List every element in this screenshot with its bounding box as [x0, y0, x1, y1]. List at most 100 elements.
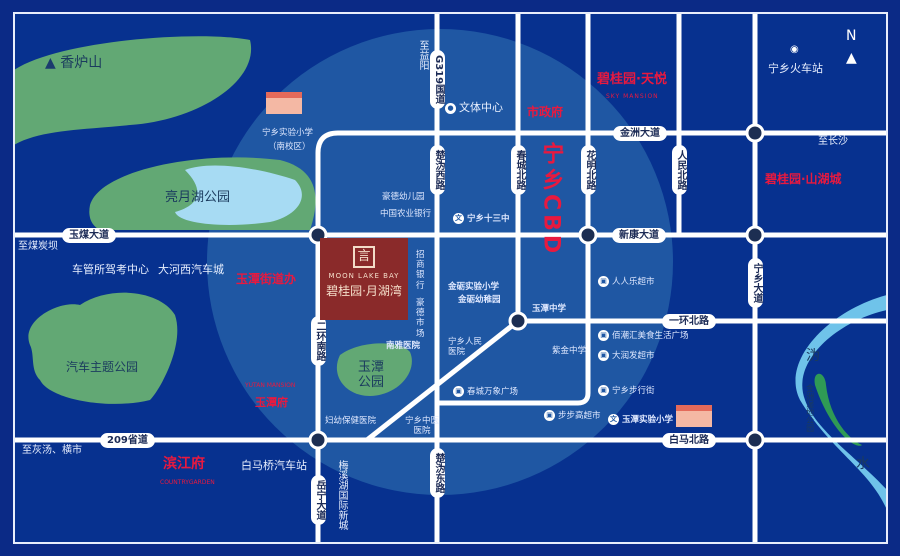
place-wenti: ●文体中心: [445, 101, 503, 114]
place-baichao: ▣佰潮汇美食生活广场: [598, 330, 689, 341]
place-jinyan-k: 金砺幼稚园: [458, 295, 501, 305]
radius-circle: [207, 29, 673, 495]
place-yutanfu: 玉潭府: [255, 396, 288, 409]
road-label-huaming: 花明北路: [581, 145, 596, 195]
school-building-icon: [266, 92, 302, 114]
place-tianyue-en: SKY MANSION: [606, 93, 659, 100]
road-label-ningxiang: 宁乡大道: [748, 258, 763, 308]
place-label: 人人乐超市: [612, 277, 655, 287]
place-yutan-office: 玉潭街道办: [236, 272, 297, 286]
place-binjiang: 滨江府: [163, 456, 205, 472]
place-zijin: 紫金中学: [552, 346, 587, 356]
direction-meitanba: 至煤炭坝: [18, 241, 58, 252]
place-label: 文体中心: [459, 101, 503, 114]
place-wetland: 金洲湿地公园: [805, 384, 815, 432]
direction-changsha: 至长沙: [818, 136, 848, 147]
yutan-park-area: [336, 343, 412, 396]
place-label: 宁乡十三中: [467, 214, 510, 224]
place-zhaoshang: 招商银行: [416, 250, 425, 291]
place-darunfa: ▣大润发超市: [598, 350, 655, 361]
place-haode-k: 豪德幼儿园: [382, 192, 425, 202]
place-haode-m: 豪德市场: [416, 298, 425, 339]
place-school13: 文宁乡十三中: [453, 213, 510, 224]
place-label: 大润发超市: [612, 351, 655, 361]
road-label-209: 209省道: [100, 433, 155, 448]
shop-icon: ▣: [598, 385, 609, 396]
road-label-yumei: 玉煤大道: [62, 228, 116, 243]
place-yutanfu-en: YUTAN MANSION: [245, 382, 296, 389]
project-logo-icon: 言: [353, 246, 375, 268]
road-label-chuwei-e: 楚沩东路: [430, 448, 445, 498]
school-building-icon: [676, 405, 712, 427]
place-xianglu: ▲ 香炉山: [45, 55, 102, 72]
road-label-chuwei-w: 楚沩西路: [430, 145, 445, 195]
place-cbd: 宁乡CBD: [538, 142, 564, 258]
place-shizhengfu: 市政府: [527, 105, 564, 119]
place-jinyan: 金砺实验小学: [448, 282, 500, 292]
place-school-south-campus: （南校区）: [268, 142, 311, 152]
car-theme-park: [28, 292, 178, 404]
place-yutan-ms: 玉潭中学: [532, 304, 567, 314]
direction-yiyang: 至益阳: [417, 40, 428, 70]
place-shanhu: 碧桂园·山湖城: [765, 172, 842, 186]
place-renren: ▣人人乐超市: [598, 276, 655, 287]
place-qiche-park: 汽车主题公园: [66, 360, 139, 374]
road-label-g319: G319国道: [430, 50, 445, 110]
place-yutan-park: 玉潭公园: [358, 360, 385, 390]
road-network: [15, 14, 886, 542]
place-chegusuo: 车管所驾考中心: [72, 263, 149, 276]
road-label-baima: 白马北路: [662, 433, 716, 448]
road-label-xinkang: 新康大道: [612, 228, 666, 243]
shop-icon: ▣: [598, 330, 609, 341]
shop-icon: ▣: [598, 350, 609, 361]
wetland-park: [814, 373, 862, 446]
liangyue-lake: [175, 165, 302, 225]
road-label-erhuan: 二环南路: [311, 316, 326, 366]
train-icon: ◉: [790, 44, 799, 55]
place-station: 宁乡火车站: [768, 62, 823, 75]
place-label: 香炉山: [60, 55, 103, 71]
place-liangyue: 亮月湖公园: [165, 190, 231, 205]
project-name-cn: 碧桂园·月湖湾: [326, 284, 402, 299]
place-fuyou: 妇幼保健医院: [325, 416, 377, 426]
place-label: 玉潭实验小学: [622, 415, 674, 425]
river-label-2: 水: [856, 456, 870, 472]
school-icon: 文: [608, 414, 619, 425]
place-bubugao: ▣步步高超市: [544, 410, 601, 421]
place-dahexi: 大河西汽车城: [158, 263, 224, 276]
place-school-south: 宁乡实验小学: [262, 128, 314, 138]
place-abc: 中国农业银行: [380, 209, 432, 219]
compass-north: N: [846, 28, 857, 44]
map-frame: [13, 12, 888, 544]
road-label-yihuan: 一环北路: [662, 314, 716, 329]
place-label: 步步高超市: [558, 411, 601, 421]
shop-icon: ▣: [598, 276, 609, 287]
place-wanxiang: ▣春城万象广场: [453, 386, 518, 397]
place-tianyue: 碧桂园·天悦: [597, 72, 667, 87]
river-label-1: 沩: [806, 348, 820, 364]
poi-icon: ●: [445, 102, 456, 114]
place-label: 佰潮汇美食生活广场: [612, 331, 689, 341]
compass-arrow-icon: ▲: [846, 50, 857, 66]
project-moon-lake-bay[interactable]: 言 MOON LAKE BAY 碧桂园·月湖湾: [320, 238, 408, 320]
place-label: 宁乡步行街: [612, 386, 655, 396]
place-renmin-h: 宁乡人民医院: [448, 337, 483, 358]
shop-icon: ▣: [453, 386, 464, 397]
road-label-chuncheng: 春城北路: [511, 145, 526, 195]
school-icon: 文: [453, 213, 464, 224]
place-nanya: 南雅医院: [386, 341, 421, 351]
road-label-renmin: 人民北路: [672, 145, 687, 195]
project-name-en: MOON LAKE BAY: [328, 272, 400, 280]
direction-meixi: 梅溪湖国际新城: [336, 460, 347, 530]
mountain-icon: ▲: [45, 55, 56, 71]
shop-icon: ▣: [544, 410, 555, 421]
place-label: 春城万象广场: [467, 387, 519, 397]
place-baimaqiao: 白马桥汽车站: [241, 459, 307, 472]
place-binjiang-en: COUNTRYGARDEN: [160, 479, 215, 486]
place-zhongyi: 宁乡中医医院: [404, 416, 439, 437]
place-yutan-ps: 文玉潭实验小学: [608, 414, 673, 425]
place-buxing: ▣宁乡步行街: [598, 385, 655, 396]
direction-huitang: 至灰汤、横市: [22, 445, 82, 456]
weishui-river: [795, 295, 886, 508]
